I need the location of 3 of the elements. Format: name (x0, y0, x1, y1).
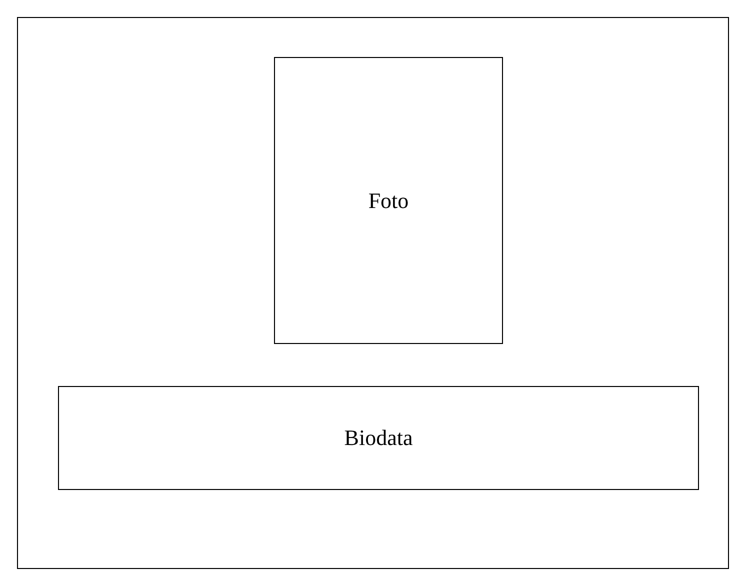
biodata-box: Biodata (58, 386, 699, 490)
photo-field: Foto (274, 57, 503, 344)
page-frame (17, 17, 729, 569)
